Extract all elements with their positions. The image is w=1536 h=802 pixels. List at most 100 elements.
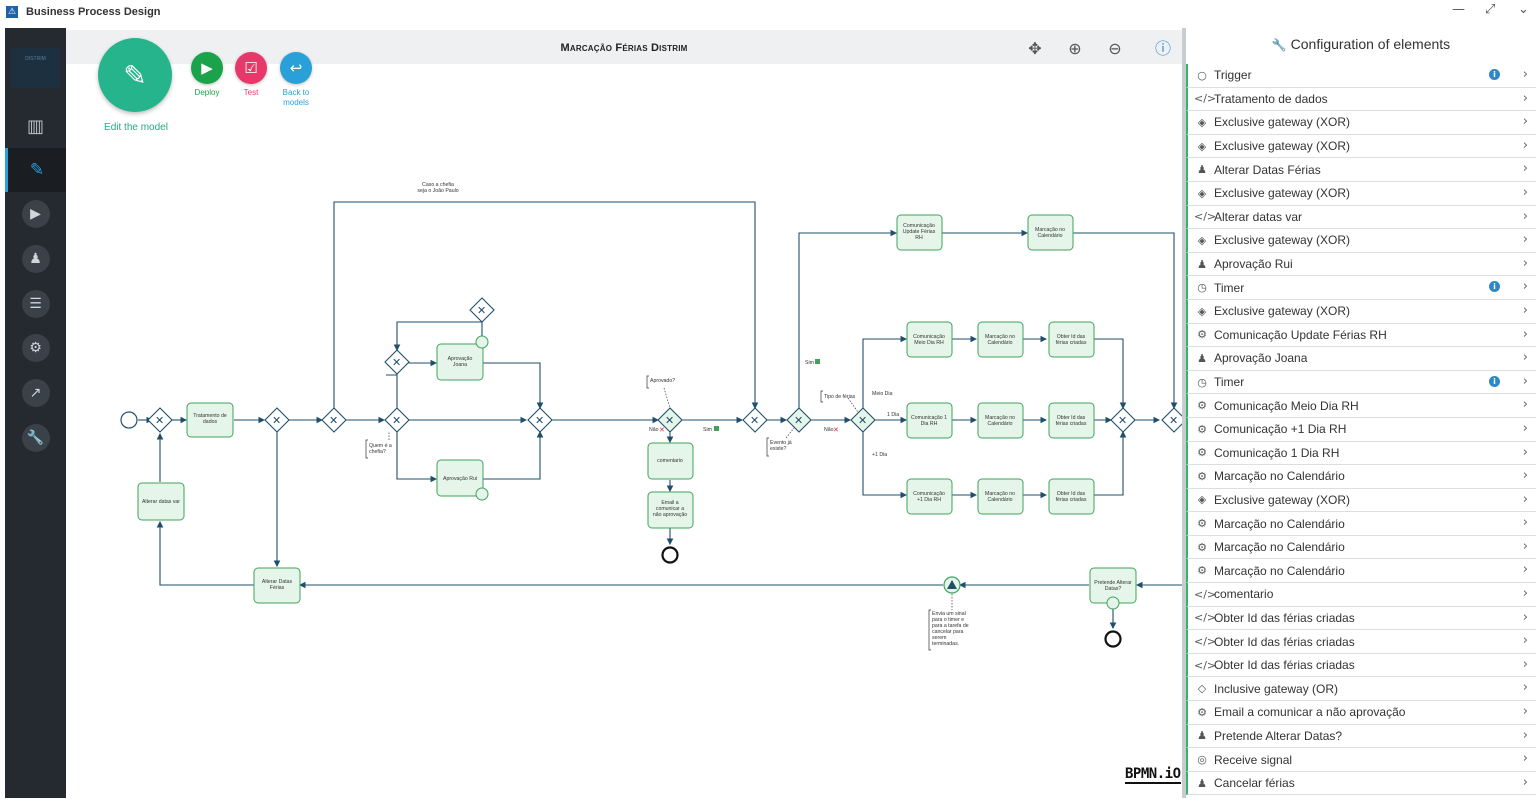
element-row-label: Comunicação Update Férias RH (1214, 327, 1387, 342)
info-icon[interactable]: ⓘ (1154, 39, 1171, 58)
fit-view-icon[interactable]: ✥ (1028, 39, 1042, 58)
flow-label: +1 Dia (872, 452, 887, 458)
chevron-right-icon: › (1522, 208, 1528, 224)
element-row[interactable]: ◈Exclusive gateway (XOR)› (1186, 111, 1536, 135)
element-row[interactable]: ⚙Marcação no Calendário› (1186, 535, 1536, 560)
element-row[interactable]: </>Obter Id das férias criadas› (1186, 606, 1536, 631)
element-row[interactable]: ♟Cancelar férias› (1186, 771, 1536, 796)
nav-edit[interactable]: ✎ (5, 148, 66, 192)
element-row-label: Cancelar férias (1214, 776, 1295, 791)
element-row[interactable]: ⚙Email a comunicar a não aprovação› (1186, 701, 1536, 725)
svg-text:✕: ✕ (392, 414, 401, 427)
info-icon[interactable]: i (1489, 69, 1500, 80)
element-row[interactable]: </>Alterar datas var› (1186, 205, 1536, 230)
svg-text:✕: ✕ (858, 414, 867, 427)
test-label: Test (243, 88, 259, 97)
element-row-label: Marcação no Calendário (1214, 516, 1345, 531)
panel-splitter[interactable] (1182, 28, 1186, 798)
maximize-icon[interactable]: ⤢ (1485, 2, 1496, 17)
zoom-out-icon[interactable]: ⊖ (1108, 39, 1122, 58)
info-icon[interactable]: i (1489, 375, 1500, 387)
element-row[interactable]: ◈Exclusive gateway (XOR)› (1186, 488, 1536, 513)
edit-model-button[interactable]: ✎ (98, 38, 172, 112)
process-title: Marcação Férias Distrim (560, 42, 688, 54)
element-row-label: Inclusive gateway (OR) (1214, 681, 1339, 696)
element-row[interactable]: ⚙Comunicação Meio Dia RH› (1186, 394, 1536, 418)
collapse-icon[interactable]: ⌄ (1518, 2, 1529, 17)
gateway-icon: ◈ (1197, 115, 1207, 129)
test-button[interactable]: ☑ (235, 52, 267, 84)
element-row[interactable]: ⚙Comunicação 1 Dia RH› (1186, 441, 1536, 466)
element-row[interactable]: ⚙Marcação no Calendário› (1186, 512, 1536, 536)
element-row-label: Exclusive gateway (XOR) (1214, 186, 1351, 201)
zoom-in-icon[interactable]: ⊕ (1068, 39, 1082, 58)
element-row-label: Marcação no Calendário (1214, 563, 1345, 578)
circle-icon: ○ (1197, 68, 1207, 82)
chevron-right-icon: › (1522, 562, 1528, 578)
flow-label: Não (649, 427, 659, 433)
task-com-meio (906, 321, 953, 358)
element-row[interactable]: ♟Aprovação Rui› (1186, 252, 1536, 277)
element-row[interactable]: </>Obter Id das férias criadas› (1186, 653, 1536, 678)
element-row[interactable]: ⚙Comunicação +1 Dia RH› (1186, 417, 1536, 442)
element-row[interactable]: </>Tratamento de dados› (1186, 87, 1536, 112)
element-row-label: Pretende Alterar Datas? (1214, 728, 1343, 743)
nav-dashboard[interactable]: ▥ (5, 104, 66, 148)
element-row[interactable]: ◎Receive signal› (1186, 748, 1536, 772)
edit-icon: ✎ (29, 160, 45, 180)
info-icon[interactable]: i (1489, 281, 1500, 293)
element-row-label: Comunicação 1 Dia RH (1214, 445, 1340, 460)
task-com-update (896, 214, 943, 251)
gateway-icon: ◈ (1197, 493, 1207, 507)
element-row[interactable]: ♟Pretende Alterar Datas?› (1186, 724, 1536, 749)
element-row[interactable]: ◈Exclusive gateway (XOR)› (1186, 181, 1536, 206)
nav-list[interactable]: ☰ (5, 282, 66, 326)
nav-users[interactable]: ♟ (5, 237, 66, 281)
bpmn-io-logo[interactable]: BPMN.iO (1125, 766, 1181, 784)
element-row[interactable]: ⚙Comunicação Update Férias RH› (1186, 323, 1536, 348)
title-bar: ⚠ Business Process Design — ⤢ ⌄ (0, 0, 1536, 24)
chevron-right-icon: › (1522, 350, 1528, 366)
user-icon: ♟ (1197, 163, 1207, 177)
element-row[interactable]: ◇Inclusive gateway (OR)› (1186, 677, 1536, 702)
element-row-label: Comunicação +1 Dia RH (1214, 422, 1347, 437)
nav-run[interactable]: ▶ (5, 192, 66, 236)
bpmn-diagram[interactable]: ✕ ✕ ✕ ✕ ✕ ✕ ✕ ✕ ✕ ✕ ✕ ✕ ✕ (66, 28, 1182, 798)
back-to-models-button[interactable]: ↩ (280, 52, 312, 84)
element-row-label: Marcação no Calendário (1214, 540, 1345, 555)
element-row[interactable]: </>comentario› (1186, 583, 1536, 607)
nav-tools[interactable]: 🔧 (5, 416, 66, 460)
element-row[interactable]: ◈Exclusive gateway (XOR)› (1186, 299, 1536, 324)
xor-gateway: ✕ (321, 407, 347, 433)
element-row-label: Exclusive gateway (XOR) (1214, 115, 1351, 130)
task-obter-1 (1048, 321, 1095, 358)
svg-text:✕: ✕ (392, 356, 401, 369)
element-row[interactable]: ♟Alterar Datas Férias› (1186, 158, 1536, 182)
element-row[interactable]: ⚙Marcação no Calendário› (1186, 465, 1536, 489)
start-event (120, 411, 138, 429)
element-row[interactable]: </>Obter Id das férias criadas› (1186, 630, 1536, 654)
element-row[interactable]: ◈Exclusive gateway (XOR)› (1186, 134, 1536, 159)
element-row[interactable]: ♟Aprovação Joana› (1186, 347, 1536, 371)
minimize-icon[interactable]: — (1452, 2, 1465, 17)
chevron-right-icon: › (1522, 538, 1528, 554)
deploy-button[interactable]: ▶ (191, 52, 223, 84)
nav-reports[interactable]: ↗ (5, 371, 66, 415)
gears-icon: ⚙ (1197, 564, 1207, 578)
timer-boundary (475, 335, 489, 349)
element-row[interactable]: ◈Exclusive gateway (XOR)› (1186, 229, 1536, 253)
task-label: comentario (657, 458, 683, 464)
flow-label: Sim (805, 360, 814, 366)
element-row[interactable]: ⚙ Marcação no Calendário › (1186, 559, 1536, 584)
gateway-icon: ◈ (1197, 304, 1207, 318)
chevron-right-icon: › (1522, 609, 1528, 625)
annotation: Tipo de férias (824, 394, 856, 400)
nav-settings[interactable]: ⚙ (5, 326, 66, 370)
